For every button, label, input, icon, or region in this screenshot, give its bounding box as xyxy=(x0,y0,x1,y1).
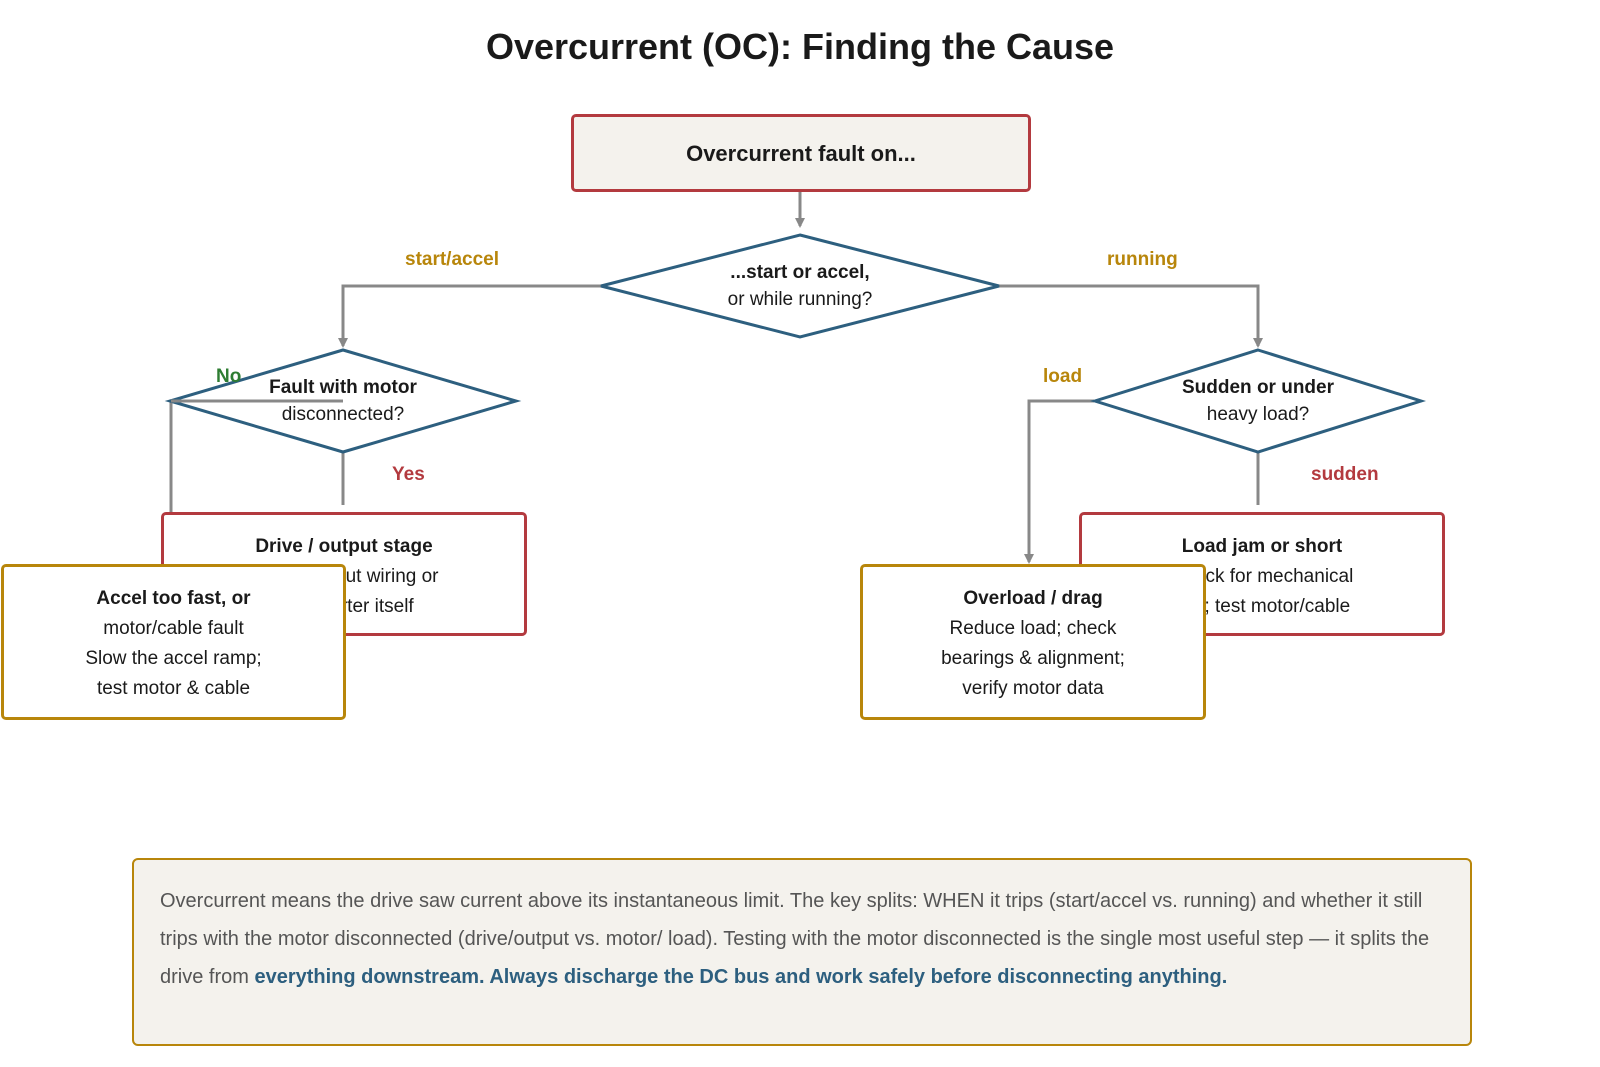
outcome-load-jam-line2: jam; test motor/cable xyxy=(1173,596,1351,617)
start-node: Overcurrent fault on... xyxy=(571,114,1031,192)
outcome-overload: Overload / drag Reduce load; check beari… xyxy=(860,564,1206,720)
page-title: Overcurrent (OC): Finding the Cause xyxy=(485,26,1115,67)
outcome-load-jam-title: Load jam or short xyxy=(1181,536,1343,557)
explanation-note: Overcurrent means the drive saw current … xyxy=(132,858,1472,1046)
decision-main-line2: or while running? xyxy=(727,289,873,310)
connector-main-to-left xyxy=(338,284,601,348)
connector-main-to-right xyxy=(999,284,1263,348)
outcome-accel-fast: Accel too fast, or motor/cable fault Slo… xyxy=(1,564,346,720)
decision-left-line1: Fault with motor xyxy=(269,377,417,398)
connector-load xyxy=(1024,399,1094,564)
edge-label-load: load xyxy=(1043,366,1083,387)
decision-main-text: ...start or accel, or while running? xyxy=(640,259,960,313)
outcome-overload-line2: bearings & alignment; xyxy=(941,648,1125,669)
decision-right-line1: Sudden or under xyxy=(1182,377,1334,398)
edge-label-start-accel: start/accel xyxy=(405,249,500,270)
outcome-overload-line1: Reduce load; check xyxy=(949,618,1117,639)
outcome-load-jam-line1: Check for mechanical xyxy=(1170,566,1354,587)
decision-main-line1: ...start or accel, xyxy=(730,262,870,283)
note-emphasis: everything downstream. Always discharge … xyxy=(254,966,1228,988)
outcome-accel-fast-title: Accel too fast, or xyxy=(96,588,251,609)
outcome-overload-title: Overload / drag xyxy=(963,588,1103,609)
outcome-accel-fast-line1: motor/cable fault xyxy=(103,618,244,639)
decision-right-diamond xyxy=(1089,348,1427,454)
outcome-accel-fast-line2: Slow the accel ramp; xyxy=(85,648,262,669)
note-text: Overcurrent means the drive saw current … xyxy=(160,890,1430,988)
edge-label-no: No xyxy=(216,366,242,387)
outcome-accel-fast-line3: test motor & cable xyxy=(96,678,251,699)
outcome-overload-line3: verify motor data xyxy=(962,678,1104,699)
decision-right-text: Sudden or under heavy load? xyxy=(1128,374,1388,428)
decision-left-text: Fault with motor disconnected? xyxy=(213,374,473,428)
decision-right-line2: heavy load? xyxy=(1206,404,1310,425)
decision-main-diamond xyxy=(600,233,1000,339)
edge-label-sudden: sudden xyxy=(1311,464,1379,485)
outcome-drive-output-title: Drive / output stage xyxy=(255,536,433,557)
decision-left-line2: disconnected? xyxy=(281,404,405,425)
edge-label-running: running xyxy=(1107,249,1178,270)
edge-label-yes: Yes xyxy=(392,464,425,485)
